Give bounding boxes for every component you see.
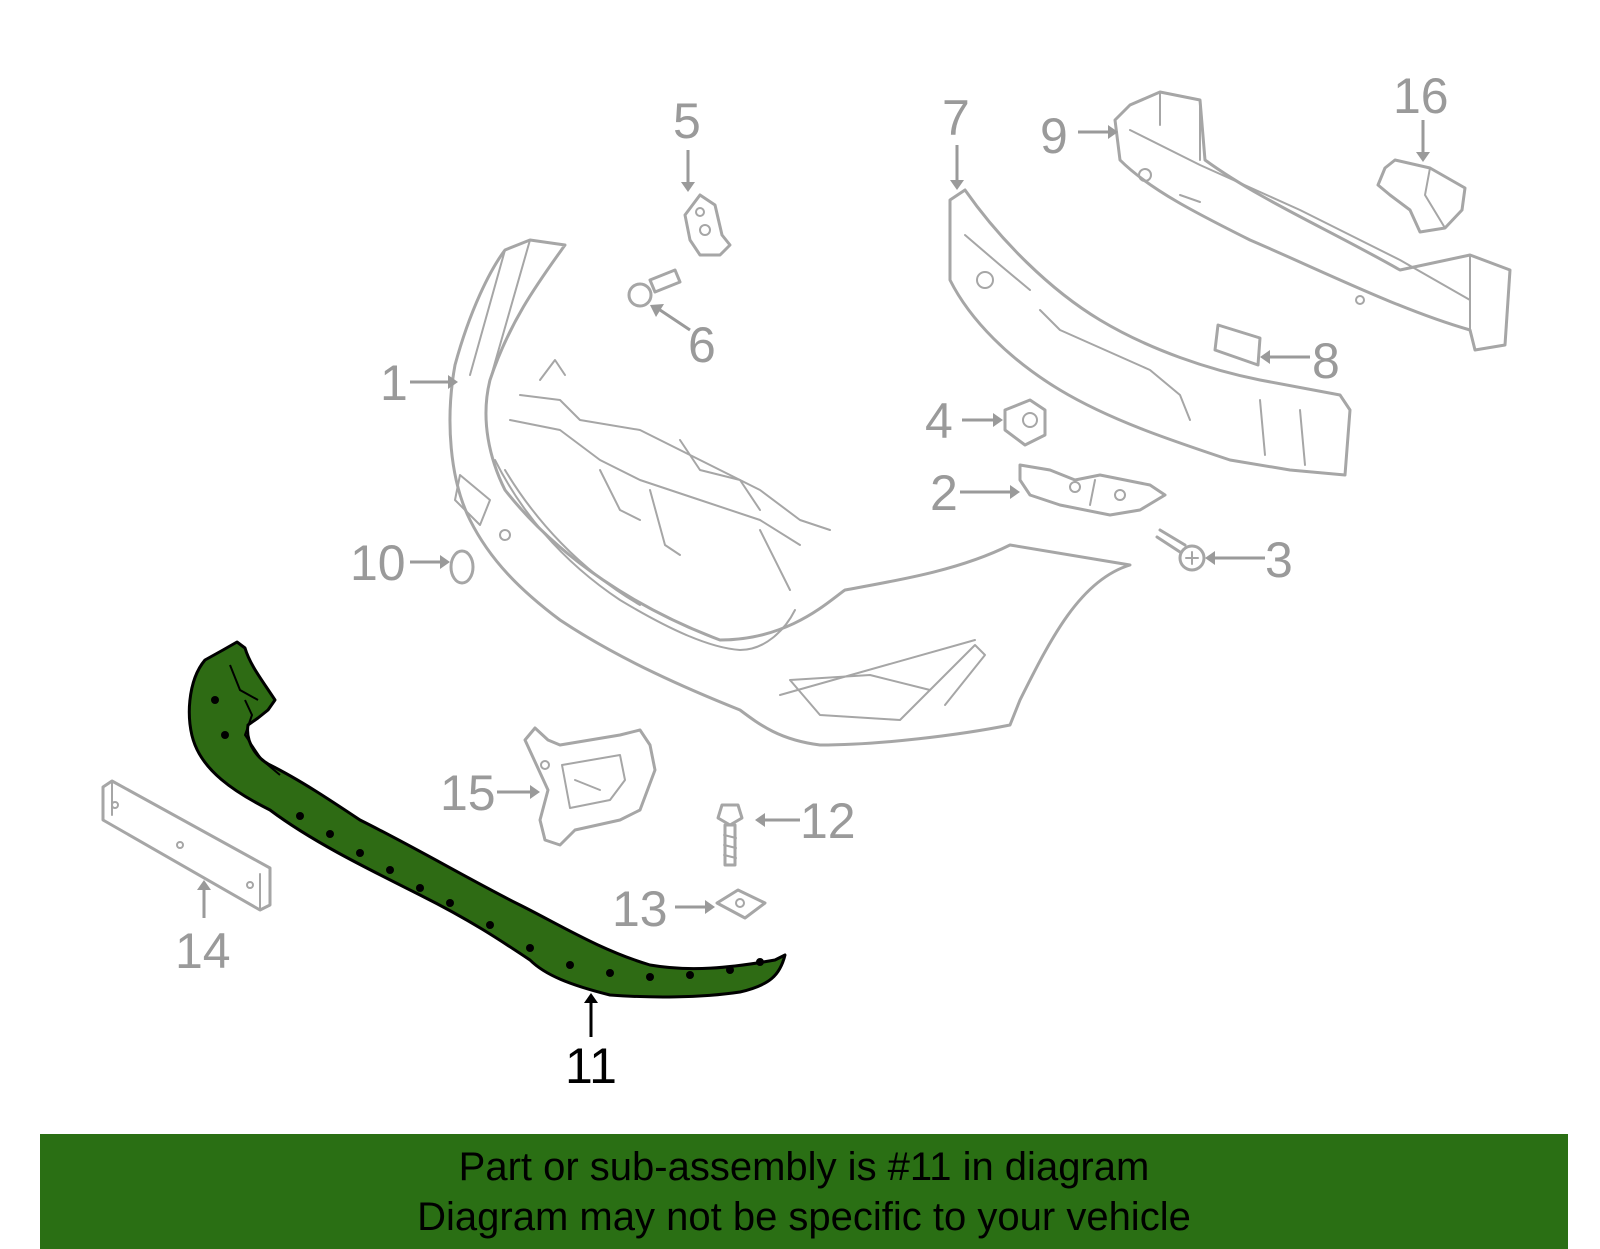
banner-line-disclaimer: Diagram may not be specific to your vehi… bbox=[417, 1195, 1191, 1239]
part-10-ring[interactable] bbox=[449, 549, 475, 585]
part-3-screw[interactable] bbox=[1155, 528, 1206, 572]
part-12-bolt[interactable] bbox=[716, 803, 744, 867]
callout-14: 14 bbox=[175, 923, 231, 979]
part-8-pad[interactable] bbox=[1213, 323, 1262, 367]
callout-2: 2 bbox=[930, 465, 958, 521]
part-14-plate[interactable] bbox=[101, 779, 272, 912]
callout-10: 10 bbox=[350, 535, 406, 591]
part-9-reinforcement[interactable] bbox=[1113, 90, 1512, 352]
callout-3: 3 bbox=[1265, 532, 1293, 588]
callout-16: 16 bbox=[1393, 68, 1449, 124]
leader-arrows bbox=[197, 120, 1430, 1037]
part-15-bezel[interactable] bbox=[523, 726, 657, 847]
part-6-screw[interactable] bbox=[627, 268, 682, 308]
part-13-clip[interactable] bbox=[715, 888, 767, 920]
callout-13: 13 bbox=[612, 881, 668, 937]
callout-1: 1 bbox=[380, 355, 408, 411]
callout-labels: 1 2 3 4 5 6 7 8 9 10 11 12 13 14 15 16 bbox=[175, 68, 1449, 1094]
banner-line-part: Part or sub-assembly is #11 in diagram bbox=[458, 1145, 1150, 1189]
part-5-bracket[interactable] bbox=[683, 193, 732, 257]
part-16-sensor[interactable] bbox=[1376, 158, 1467, 234]
part-2-bracket[interactable] bbox=[1018, 463, 1167, 517]
part-7-absorber[interactable] bbox=[948, 188, 1352, 477]
callout-5: 5 bbox=[673, 93, 701, 149]
callout-6: 6 bbox=[688, 317, 716, 373]
info-banner: Part or sub-assembly is #11 in diagram D… bbox=[40, 1134, 1568, 1249]
callout-4: 4 bbox=[925, 393, 953, 449]
part-11-lower-spoiler[interactable] bbox=[187, 640, 787, 999]
callout-7: 7 bbox=[942, 90, 970, 146]
part-1-bumper-cover[interactable] bbox=[448, 238, 1132, 747]
callout-15: 15 bbox=[440, 765, 496, 821]
callout-9: 9 bbox=[1040, 108, 1068, 164]
callout-11: 11 bbox=[565, 1038, 617, 1094]
part-4-clip[interactable] bbox=[1003, 398, 1047, 447]
callout-12: 12 bbox=[800, 793, 856, 849]
callout-8: 8 bbox=[1312, 333, 1340, 389]
